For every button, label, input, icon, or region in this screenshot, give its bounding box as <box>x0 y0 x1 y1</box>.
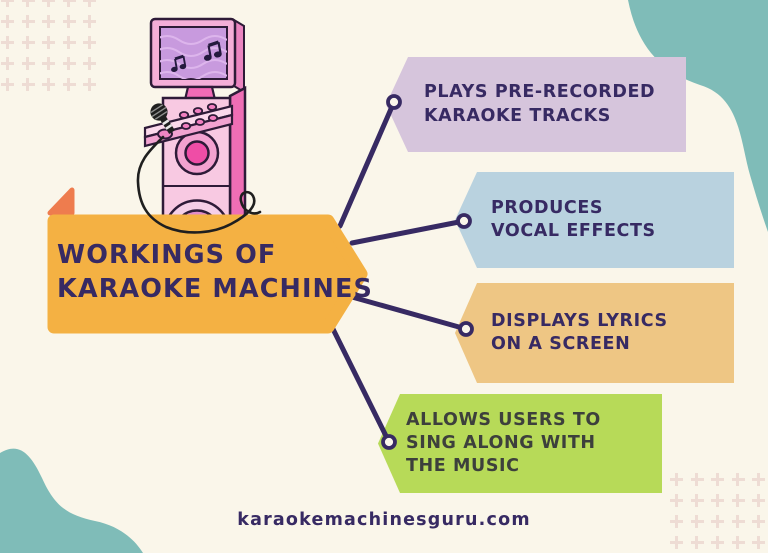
plus-icon <box>62 57 76 70</box>
teal-blob-bottom-left <box>0 448 143 553</box>
feature-text-line: PRODUCES <box>491 197 604 218</box>
monitor <box>149 17 245 94</box>
plus-icon <box>670 515 683 528</box>
plus-icon <box>752 536 765 549</box>
microphone-icon <box>150 103 175 140</box>
page-title-line: WORKINGS OF <box>57 240 277 270</box>
feature-card-sing-along: ALLOWS USERS TO SING ALONG WITH THE MUSI… <box>378 394 662 493</box>
feature-text-line: SING ALONG WITH <box>406 432 596 453</box>
plus-icon <box>42 36 55 49</box>
feature-text-line: ALLOWS USERS TO <box>406 409 601 430</box>
plus-icon <box>690 494 704 507</box>
plus-icon <box>42 0 55 7</box>
plus-icon <box>83 57 96 70</box>
plus-icon <box>83 15 96 28</box>
feature-text-line: ON A SCREEN <box>491 334 631 354</box>
speaker-tower <box>161 85 247 263</box>
feature-card-plays-tracks: PLAYS PRE-RECORDED KARAOKE TRACKS <box>386 57 686 152</box>
website-url: karaokemachinesguru.com <box>237 510 531 530</box>
connector-line-2 <box>349 218 467 246</box>
plus-icon <box>690 536 704 549</box>
plus-icon <box>1 15 14 28</box>
feature-card-vocal-effects: PRODUCES VOCAL EFFECTS <box>455 172 734 268</box>
plus-pattern-top-left <box>1 0 96 91</box>
plus-icon <box>711 473 724 486</box>
plus-icon <box>752 515 765 528</box>
plus-icon <box>1 57 14 70</box>
feature-text-line: THE MUSIC <box>406 456 520 477</box>
plus-icon <box>42 57 55 70</box>
plus-icon <box>62 78 76 91</box>
plus-icon <box>1 36 14 49</box>
plus-icon <box>1 0 14 7</box>
plus-icon <box>21 36 35 49</box>
plus-icon <box>83 0 96 7</box>
plus-icon <box>21 15 35 28</box>
plus-icon <box>670 536 683 549</box>
speaker-small <box>174 130 220 176</box>
plus-icon <box>62 0 76 7</box>
plus-icon <box>1 78 14 91</box>
plus-pattern-bottom-right <box>670 473 765 549</box>
plus-icon <box>42 15 55 28</box>
music-notes-icon <box>171 40 222 72</box>
feature-text-line: VOCAL EFFECTS <box>491 221 656 241</box>
plus-icon <box>83 78 96 91</box>
connector-line-1 <box>337 99 397 229</box>
microphone-cable <box>136 135 262 234</box>
plus-icon <box>42 78 55 91</box>
page-title: WORKINGS OF KARAOKE MACHINES <box>57 238 373 306</box>
plus-icon <box>711 515 724 528</box>
feature-text-line: KARAOKE TRACKS <box>424 105 611 126</box>
plus-icon <box>752 494 765 507</box>
plus-icon <box>62 15 76 28</box>
plus-icon <box>731 473 745 486</box>
plus-icon <box>690 473 704 486</box>
plus-icon <box>21 78 35 91</box>
plus-icon <box>21 57 35 70</box>
plus-icon <box>62 36 76 49</box>
plus-icon <box>731 494 745 507</box>
plus-icon <box>21 0 35 7</box>
plus-icon <box>670 473 683 486</box>
plus-icon <box>731 536 745 549</box>
plus-icon <box>731 515 745 528</box>
page-title-line: KARAOKE MACHINES <box>57 274 373 304</box>
monitor-stand <box>182 85 218 106</box>
feature-text-line: PLAYS PRE-RECORDED <box>424 82 656 103</box>
plus-icon <box>690 515 704 528</box>
console-shelf <box>143 103 234 148</box>
plus-icon <box>711 536 724 549</box>
feature-card-displays-lyrics: DISPLAYS LYRICS ON A SCREEN <box>455 283 734 383</box>
plus-icon <box>83 36 96 49</box>
plus-icon <box>670 494 683 507</box>
connector-line-4 <box>329 324 392 445</box>
plus-icon <box>752 473 765 486</box>
feature-text-line: DISPLAYS LYRICS <box>491 310 668 331</box>
plus-icon <box>711 494 724 507</box>
banner-fold <box>47 187 75 216</box>
console-buttons <box>178 103 219 130</box>
